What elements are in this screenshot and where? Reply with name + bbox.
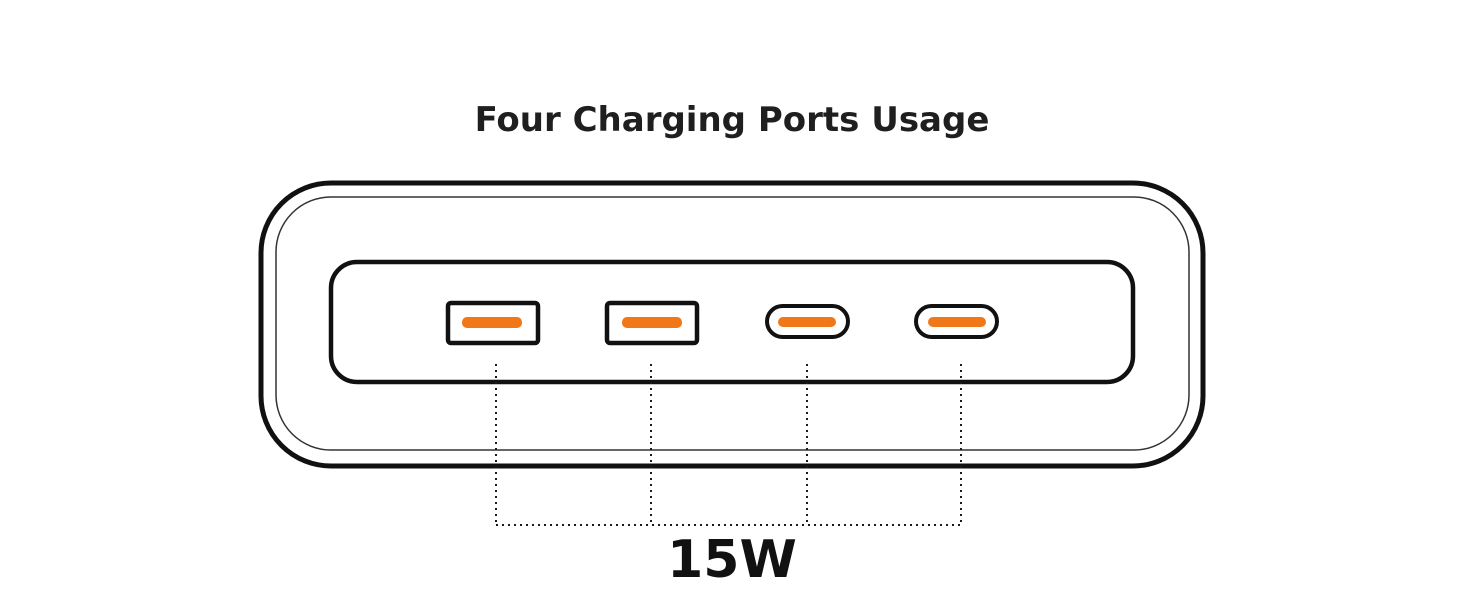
usb-a-port-icon (604, 300, 700, 346)
usb-c-port-icon (914, 304, 999, 339)
power-bank-outer-shell (258, 180, 1206, 469)
dotted-connector (495, 364, 962, 526)
port-panel (328, 259, 1136, 385)
power-bank-inner-shell (275, 196, 1190, 451)
usb-a-port-icon (445, 300, 541, 346)
usb-c-port-icon (765, 304, 850, 339)
total-power-label: 15W (667, 530, 797, 590)
diagram-title: Four Charging Ports Usage (474, 100, 990, 140)
